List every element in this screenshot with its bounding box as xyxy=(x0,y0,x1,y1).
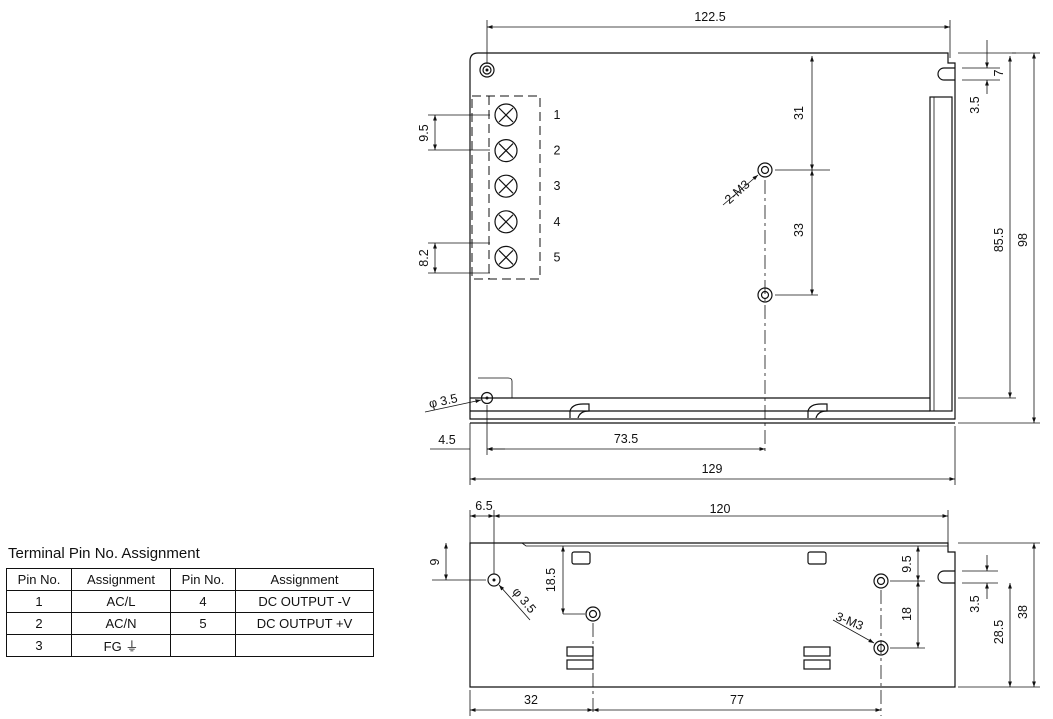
mounting-hole-icon xyxy=(479,62,495,78)
table-cell: FG ⏚ xyxy=(71,634,171,657)
dim-terminal-bottom: 8.2 xyxy=(417,249,431,266)
terminal-screw-icon xyxy=(494,210,518,234)
dim-total-width: 129 xyxy=(702,462,723,476)
table-cell: 5 xyxy=(170,612,236,635)
table-header: Assignment xyxy=(71,568,171,591)
dim-bottom-right: 77 xyxy=(730,693,744,707)
dim-hole-diameter: φ 3.5 xyxy=(428,391,459,411)
table-cell: 2 xyxy=(6,612,72,635)
top-view: 1 2 3 4 5 122.5 7 3.5 85.5 xyxy=(417,10,1040,485)
dim-terminal-pitch: 9.5 xyxy=(417,124,431,141)
table-cell: AC/L xyxy=(71,590,171,613)
side-view-outline xyxy=(469,542,956,688)
screw-hole-icon xyxy=(757,162,773,178)
dim-span: 120 xyxy=(710,502,731,516)
table-header: Assignment xyxy=(235,568,374,591)
table-cell: 3 xyxy=(6,634,72,657)
dim-screw-spacing: 18 xyxy=(900,607,914,621)
terminal-number: 5 xyxy=(554,250,561,264)
terminal-number: 3 xyxy=(554,179,561,193)
side-view: 6.5 120 9 18.5 φ 3.5 9.5 18 3-M3 3.5 2 xyxy=(428,499,1040,716)
screw-hole-icon xyxy=(873,573,889,589)
terminal-number: 1 xyxy=(554,108,561,122)
table-header-row: Pin No. Assignment Pin No. Assignment xyxy=(6,568,374,591)
dim-bottom-left: 32 xyxy=(524,693,538,707)
side-rail xyxy=(929,96,953,412)
table-row: 2 AC/N 5 DC OUTPUT +V xyxy=(6,612,374,635)
dim-slot-offset: 7 xyxy=(992,69,1006,76)
table-header: Pin No. xyxy=(6,568,72,591)
terminal-screw-icon xyxy=(494,174,518,198)
dim-hole-top-offset: 31 xyxy=(792,106,806,120)
table-row: 1 AC/L 4 DC OUTPUT -V xyxy=(6,590,374,613)
table-cell xyxy=(235,634,374,657)
pin-assignment-table: Pin No. Assignment Pin No. Assignment 1 … xyxy=(6,568,374,657)
dim-side-hole-diameter: φ 3.5 xyxy=(509,585,538,616)
screw-hole-icon xyxy=(585,606,601,622)
dim-total-height: 98 xyxy=(1016,233,1030,247)
table-cell xyxy=(170,634,236,657)
table-cell: 1 xyxy=(6,590,72,613)
dim-hole-height: 9 xyxy=(428,558,442,565)
table-cell: AC/N xyxy=(71,612,171,635)
table-cell: DC OUTPUT -V xyxy=(235,590,374,613)
dim-hole-x-offset: 73.5 xyxy=(614,432,638,446)
terminal-number: 4 xyxy=(554,215,561,229)
side-hole-icon xyxy=(487,573,501,587)
top-view-outline xyxy=(469,52,956,420)
pin-table-title: Terminal Pin No. Assignment xyxy=(8,545,200,562)
terminal-screw-icon xyxy=(494,103,518,127)
terminal-block xyxy=(471,95,541,280)
screw-label-2m3: 2-M3 xyxy=(722,177,753,206)
terminal-screw-icon xyxy=(494,245,518,269)
dim-hole-to-screw: 18.5 xyxy=(544,568,558,592)
dim-slot-height: 28.5 xyxy=(992,620,1006,644)
dim-side-total-height: 38 xyxy=(1016,605,1030,619)
ground-hole-icon xyxy=(480,391,494,405)
terminal-number: 2 xyxy=(554,144,561,158)
dim-overall-top-width: 122.5 xyxy=(694,10,725,24)
dim-left-edge: 6.5 xyxy=(475,499,492,513)
table-cell: DC OUTPUT +V xyxy=(235,612,374,635)
table-cell: 4 xyxy=(170,590,236,613)
table-row: 3 FG ⏚ xyxy=(6,634,374,657)
dim-hole-spacing: 33 xyxy=(792,223,806,237)
table-header: Pin No. xyxy=(170,568,236,591)
dim-left-offset: 4.5 xyxy=(438,433,455,447)
terminal-screw-icon xyxy=(494,139,518,163)
dim-side-slot-width: 3.5 xyxy=(968,595,982,612)
dim-slot-width: 3.5 xyxy=(968,96,982,113)
dim-upper-screw-offset: 9.5 xyxy=(900,555,914,572)
dim-mount-height: 85.5 xyxy=(992,228,1006,252)
